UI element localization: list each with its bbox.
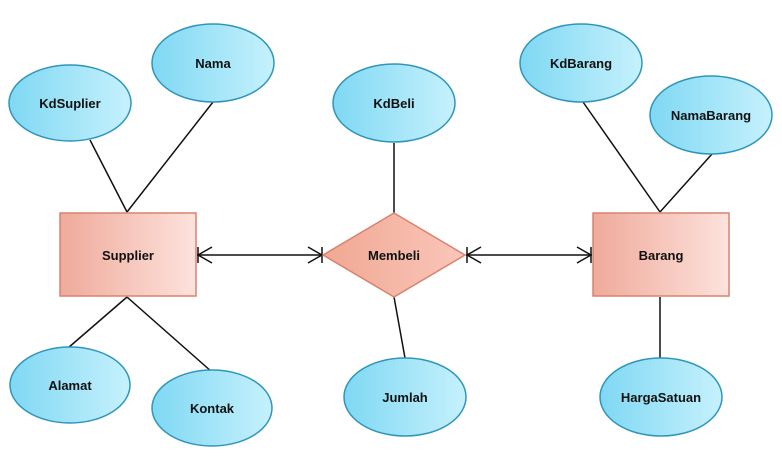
cardinality-markers xyxy=(197,246,592,264)
attribute-jumlah[interactable]: Jumlah xyxy=(343,357,467,437)
entity-supplier-label: Supplier xyxy=(102,248,154,263)
attribute-hargasatuan[interactable]: HargaSatuan xyxy=(599,357,723,437)
entity-barang-label: Barang xyxy=(639,248,684,263)
attribute-hargasatuan-label: HargaSatuan xyxy=(621,390,701,405)
attribute-kdbarang-label: KdBarang xyxy=(550,56,612,71)
attribute-namabarang[interactable]: NamaBarang xyxy=(649,75,773,155)
attribute-kdbarang[interactable]: KdBarang xyxy=(519,23,643,103)
crowfoot-supplier-end xyxy=(197,246,213,264)
entity-supplier[interactable]: Supplier xyxy=(59,212,197,297)
crowfoot-membeli-right xyxy=(466,246,482,264)
line-kdsuplier xyxy=(89,139,128,213)
attribute-alamat[interactable]: Alamat xyxy=(9,346,131,424)
attribute-jumlah-label: Jumlah xyxy=(382,390,428,405)
line-jumlah xyxy=(393,296,406,359)
crowfoot-barang-end xyxy=(576,246,592,264)
attribute-nama-label: Nama xyxy=(195,56,231,71)
line-nama xyxy=(126,101,214,213)
attribute-nama[interactable]: Nama xyxy=(151,23,275,103)
attribute-kontak-label: Kontak xyxy=(190,401,235,416)
line-kdbarang xyxy=(582,101,661,213)
attribute-alamat-label: Alamat xyxy=(48,378,92,393)
line-namabarang xyxy=(659,153,713,213)
attribute-namabarang-label: NamaBarang xyxy=(671,108,751,123)
attribute-kdsuplier[interactable]: KdSuplier xyxy=(8,64,132,142)
relationship-membeli[interactable]: Membeli xyxy=(321,212,467,298)
entity-barang[interactable]: Barang xyxy=(592,212,730,297)
attribute-kdbeli-label: KdBeli xyxy=(373,96,414,111)
connector-lines xyxy=(67,101,713,373)
attribute-kontak[interactable]: Kontak xyxy=(151,369,273,447)
relationship-membeli-label: Membeli xyxy=(368,248,420,263)
attribute-kdbeli[interactable]: KdBeli xyxy=(332,63,456,143)
line-kontak xyxy=(126,296,213,373)
attribute-kdsuplier-label: KdSuplier xyxy=(39,96,100,111)
line-alamat xyxy=(67,296,128,349)
